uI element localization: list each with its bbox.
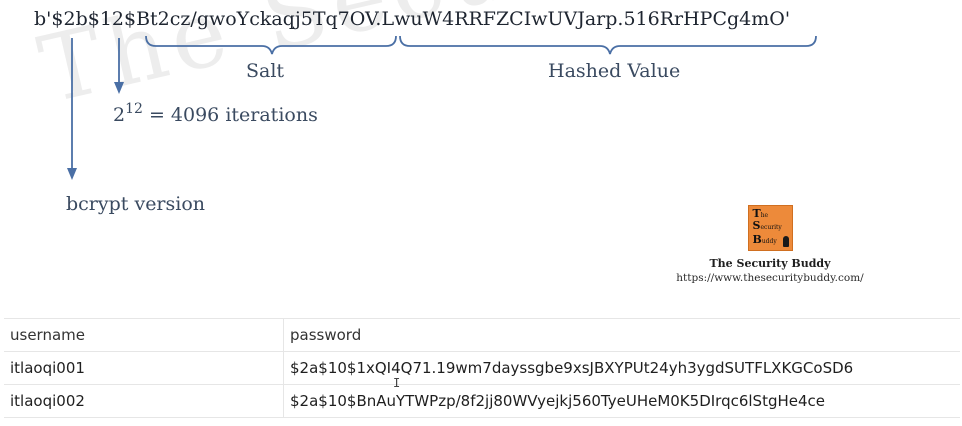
salt-brace xyxy=(145,35,397,55)
logo-line-2: Security xyxy=(752,219,782,232)
logo-figure-icon xyxy=(782,236,789,247)
diagram-annotations xyxy=(67,35,817,180)
hashed-value-label: Hashed Value xyxy=(548,60,681,82)
site-logo: The Security Buddy xyxy=(747,205,793,251)
salt-label: Salt xyxy=(246,60,285,82)
password-cell[interactable]: $2a$10$1xQI4Q71.19wm7dayssgbe9xsJBXYPUt2… xyxy=(283,351,960,385)
iterations-exponent: 12 xyxy=(125,101,143,117)
logo-line-1: The xyxy=(752,207,769,220)
accounts-table: username password itlaoqi001 $2a$10$1xQI… xyxy=(4,318,960,418)
version-arrowhead xyxy=(67,168,77,180)
logo-name: The Security Buddy xyxy=(709,257,831,270)
table-row[interactable]: itlaoqi001 $2a$10$1xQI4Q71.19wm7dayssgbe… xyxy=(4,351,960,385)
iterations-base: 2 xyxy=(113,104,126,126)
header-password: password xyxy=(283,318,960,352)
table-row[interactable]: itlaoqi002 $2a$10$BnAuYTWPzp/8f2jj80WVye… xyxy=(4,384,960,418)
password-cell[interactable]: $2a$10$BnAuYTWPzp/8f2jj80WVyejkj560TyeUH… xyxy=(283,384,960,418)
table-header-row: username password xyxy=(4,318,960,352)
bcrypt-hash-string: b'$2b$12$Bt2cz/gwoYckaqj5Tq7OV.LwuW4RRFZ… xyxy=(34,8,791,30)
iterations-text: = 4096 iterations xyxy=(142,104,318,126)
logo-line-3: Buddy xyxy=(752,233,777,246)
username-cell[interactable]: itlaoqi002 xyxy=(4,384,284,418)
logo-url: https://www.thesecuritybuddy.com/ xyxy=(676,272,864,284)
bcrypt-version-label: bcrypt version xyxy=(66,193,206,215)
username-cell[interactable]: itlaoqi001 xyxy=(4,351,284,385)
bcrypt-diagram: The Security Buddy b'$2b$12$Bt2cz/gwoYck… xyxy=(30,0,962,285)
header-username: username xyxy=(4,318,284,352)
iterations-arrowhead xyxy=(114,82,124,94)
site-logo-block: The Security Buddy The Security Buddy ht… xyxy=(660,205,880,285)
hashed-value-brace xyxy=(399,35,817,55)
iterations-label: 212 = 4096 iterations xyxy=(113,101,318,126)
text-cursor-icon: I xyxy=(393,376,401,390)
